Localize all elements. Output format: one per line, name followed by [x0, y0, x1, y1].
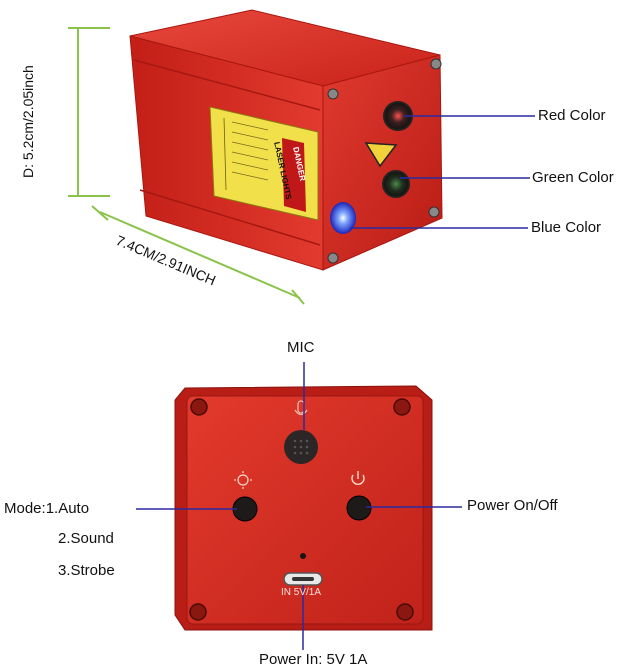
mode-sound-label: 2.Sound — [58, 530, 114, 547]
laser-box-bottom — [174, 385, 433, 631]
height-dimension-label: D: 5.2cm/2.05inch — [20, 65, 36, 178]
mode-strobe-label: 3.Strobe — [58, 562, 115, 579]
power-button[interactable] — [346, 495, 372, 521]
power-icon — [351, 471, 365, 485]
indicator-led — [300, 553, 306, 559]
blue-emitter — [330, 202, 356, 234]
warning-sticker — [209, 106, 319, 221]
mic-label: MIC — [287, 339, 315, 356]
port-text: IN 5V/1A — [281, 587, 322, 598]
height-dimension-line — [68, 27, 110, 197]
red-color-label: Red Color — [538, 107, 606, 124]
blue-color-label: Blue Color — [531, 219, 602, 236]
green-emitter — [382, 170, 410, 198]
power-onoff-label: Power On/Off — [467, 497, 558, 514]
laser-warning-triangle — [364, 142, 398, 168]
mode-sun-icon — [234, 471, 252, 489]
green-color-label: Green Color — [532, 169, 614, 186]
mode-label: Mode:1.Auto — [4, 500, 90, 517]
power-in-label: Power In: 5V 1A — [259, 651, 368, 668]
length-dimension-line — [91, 205, 305, 305]
mic-grille — [284, 430, 318, 464]
